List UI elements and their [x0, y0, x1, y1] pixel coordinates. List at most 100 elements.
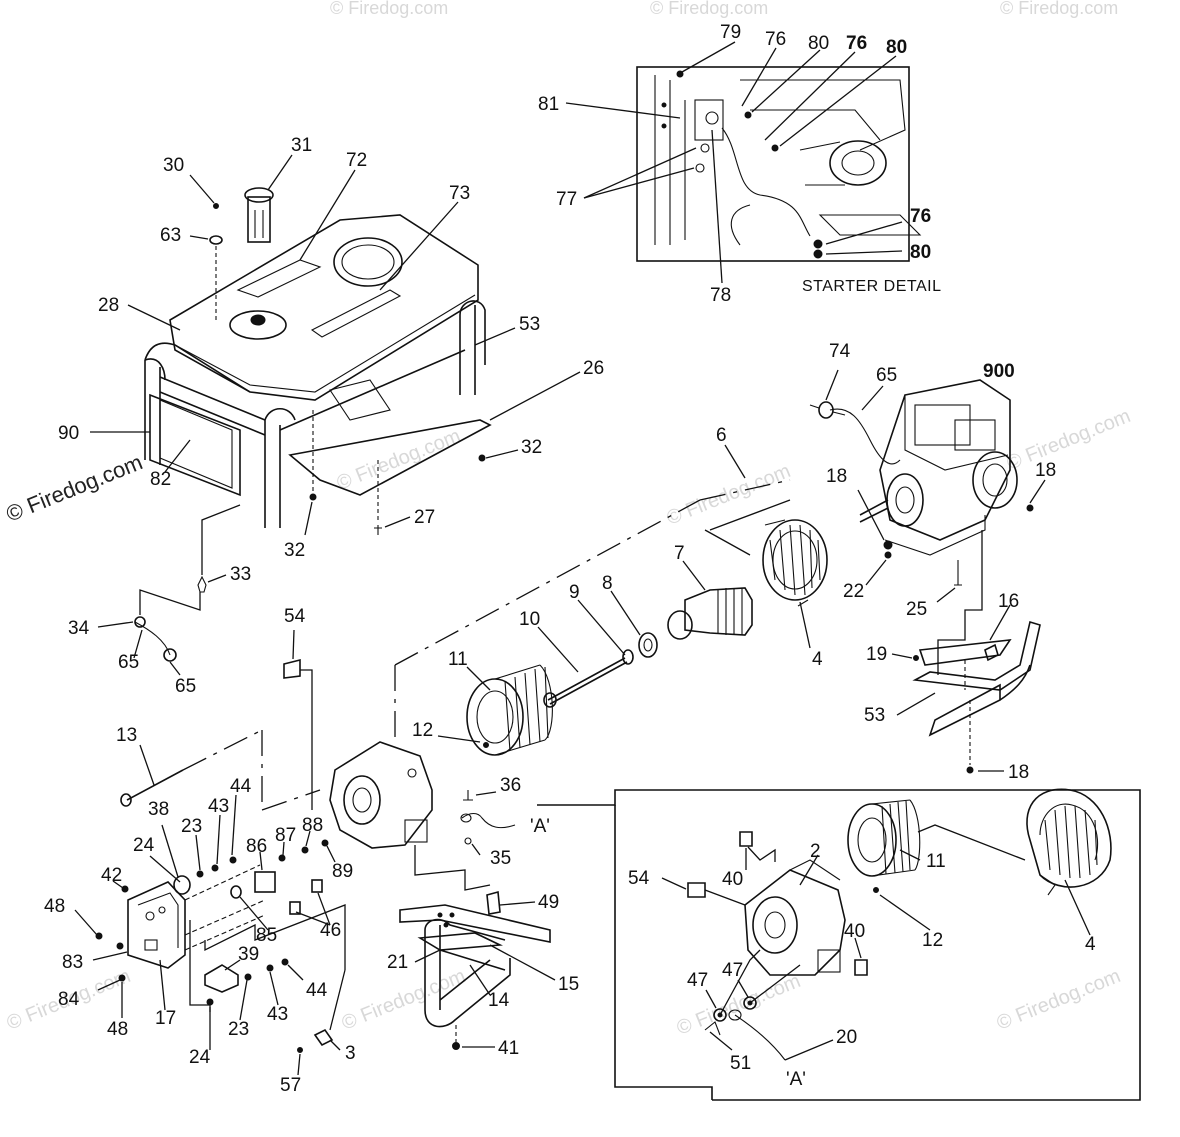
washer-9	[622, 649, 634, 665]
label-51: 51	[730, 1053, 751, 1074]
label-78: 78	[710, 285, 731, 306]
label-82: 82	[150, 469, 171, 490]
label-81: 81	[538, 94, 559, 115]
label-89: 89	[332, 861, 353, 882]
label-49: 49	[538, 892, 559, 913]
label-47: 47	[687, 970, 708, 991]
starter-motor	[829, 140, 887, 186]
label-31: 31	[291, 135, 312, 156]
rotor-bolt-10	[547, 657, 626, 701]
fuel-tank-assembly: 31 30 72 63 73 28 53 26 90 82 32 32 27 3…	[58, 135, 604, 697]
label-73: 73	[449, 183, 470, 204]
starter-detail-frame	[636, 66, 910, 262]
mount-assembly: 49 21 15 14 41	[387, 845, 579, 1059]
control-panel-assembly: 54 44 43 38 23 24 86 87 88 89 42 48 46 8…	[44, 606, 356, 1096]
label-53: 53	[864, 705, 885, 726]
label-23: 23	[181, 816, 202, 837]
label-32: 32	[521, 437, 542, 458]
label-63: 63	[160, 225, 181, 246]
decal-72	[236, 259, 322, 298]
label-42: 42	[101, 865, 122, 886]
rear-bearing-carrier	[329, 741, 433, 849]
label-18: 18	[1008, 762, 1029, 783]
starter-detail-caption: STARTER DETAIL	[802, 278, 941, 295]
decal-73	[310, 289, 402, 338]
label-4: 4	[812, 649, 823, 670]
frame-tube-right	[459, 300, 486, 395]
starter-engine-outline	[740, 79, 906, 151]
label-33: 33	[230, 564, 251, 585]
watermark-faint: © Firedog.com	[1004, 405, 1134, 475]
part-54	[283, 658, 301, 679]
label-18: 18	[826, 466, 847, 487]
label-43: 43	[267, 1004, 288, 1025]
label-6: 6	[716, 425, 727, 446]
label-77: 77	[556, 189, 577, 210]
label-32: 32	[284, 540, 305, 561]
label-25: 25	[906, 599, 927, 620]
label-44: 44	[230, 776, 252, 797]
detail-fan-housing	[1026, 788, 1112, 888]
label-40: 40	[722, 869, 743, 890]
part-38	[173, 875, 191, 895]
label-65: 65	[876, 365, 897, 386]
receptacle-39	[204, 964, 239, 993]
label-13: 13	[116, 725, 137, 746]
label-16: 16	[998, 591, 1019, 612]
alternator-assembly: 7 8 9 10 11 12 4 13 36 'A' 35	[116, 479, 828, 869]
label-22: 22	[843, 581, 864, 602]
label-83: 83	[62, 952, 83, 973]
rotor-7	[684, 587, 753, 636]
stator-11	[466, 678, 524, 756]
starter-cable	[721, 127, 811, 237]
label-24: 24	[133, 835, 155, 856]
label-88: 88	[302, 815, 323, 836]
fuel-hose-34	[134, 621, 171, 656]
engine-crankshaft	[859, 499, 889, 523]
label-86: 86	[246, 836, 267, 857]
bracket-16	[918, 639, 1012, 666]
part-46b	[289, 901, 301, 915]
label-41: 41	[498, 1038, 519, 1059]
label-30: 30	[163, 155, 184, 176]
watermark-main: © Firedog.com	[3, 449, 146, 526]
label-a: 'A'	[786, 1069, 806, 1090]
grommet-63	[209, 235, 223, 245]
frame-53-rear	[912, 620, 1041, 691]
label-7: 7	[674, 543, 685, 564]
label-27: 27	[414, 507, 435, 528]
frame-tube-front	[264, 407, 296, 528]
label-85: 85	[256, 925, 277, 946]
fuel-line-65	[829, 408, 901, 465]
baffle-26	[288, 419, 492, 496]
label-36: 36	[500, 775, 521, 796]
label-48: 48	[44, 896, 65, 917]
label-48: 48	[107, 1019, 128, 1040]
label-87: 87	[275, 825, 296, 846]
label-9: 9	[569, 582, 580, 603]
label-900: 900	[983, 361, 1015, 382]
fan-housing-4	[762, 519, 828, 601]
label-53: 53	[519, 314, 540, 335]
label-47: 47	[722, 960, 743, 981]
label-23: 23	[228, 1019, 249, 1040]
label-65: 65	[175, 676, 196, 697]
label-84: 84	[58, 989, 80, 1010]
watermark-faint: © Firedog.com	[650, 0, 768, 18]
label-19: 19	[866, 644, 887, 665]
label-72: 72	[346, 150, 367, 171]
detail-stator	[847, 803, 897, 877]
control-panel-17	[127, 881, 186, 969]
tank-opening	[333, 237, 403, 287]
label-57: 57	[280, 1075, 301, 1096]
engine-recoil	[972, 451, 1018, 509]
label-35: 35	[490, 848, 511, 869]
label-65: 65	[118, 652, 139, 673]
label-28: 28	[98, 295, 119, 316]
bearing-8	[638, 632, 658, 658]
part-49	[486, 890, 501, 915]
watermark-faint: © Firedog.com	[664, 460, 794, 530]
label-39: 39	[238, 944, 259, 965]
engine-crankcase-face	[886, 473, 924, 527]
